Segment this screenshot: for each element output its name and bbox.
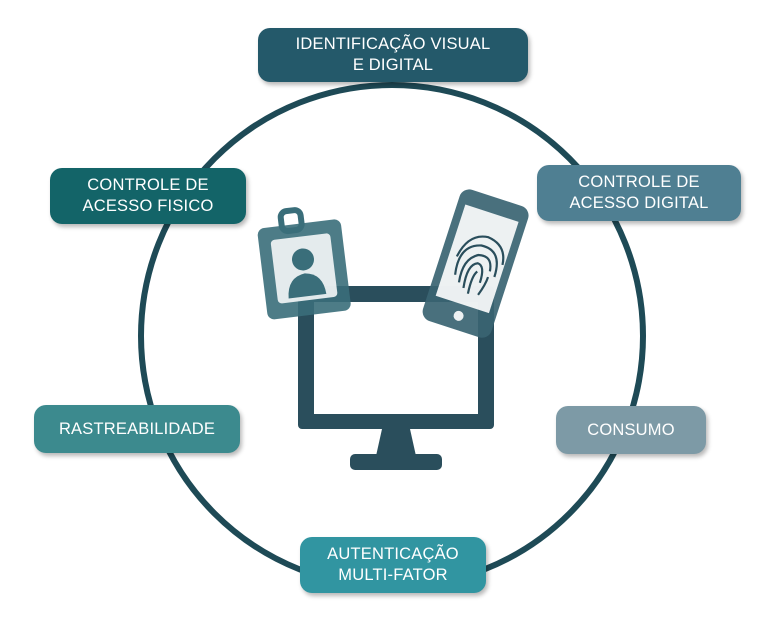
label-line: MULTI-FATOR bbox=[338, 566, 448, 584]
label-line: CONTROLE DE bbox=[578, 173, 700, 191]
label-consumo: CONSUMO bbox=[556, 406, 706, 454]
label-line: E DIGITAL bbox=[352, 56, 434, 74]
label-line: IDENTIFICAÇÃO VISUAL bbox=[295, 35, 491, 53]
id-badge-icon bbox=[257, 207, 351, 320]
label-line: AUTENTICAÇÃO bbox=[327, 545, 459, 563]
label-line: CONTROLE DE bbox=[87, 176, 209, 194]
label-line: RASTREABILIDADE bbox=[58, 419, 216, 438]
label-rastreabilidade: RASTREABILIDADE bbox=[34, 405, 240, 453]
label-controle-acesso-digital: CONTROLE DE ACESSO DIGITAL bbox=[537, 165, 741, 221]
label-identificacao-visual-digital: IDENTIFICAÇÃO VISUAL E DIGITAL bbox=[258, 28, 528, 82]
label-autenticacao-multi-fator: AUTENTICAÇÃO MULTI-FATOR bbox=[300, 537, 486, 593]
label-line: ACESSO DIGITAL bbox=[569, 194, 709, 212]
fingerprint-phone-icon bbox=[422, 189, 529, 338]
label-line: CONSUMO bbox=[587, 420, 675, 439]
label-controle-acesso-fisico: CONTROLE DE ACESSO FISICO bbox=[50, 168, 246, 224]
label-line: ACESSO FISICO bbox=[82, 197, 214, 215]
